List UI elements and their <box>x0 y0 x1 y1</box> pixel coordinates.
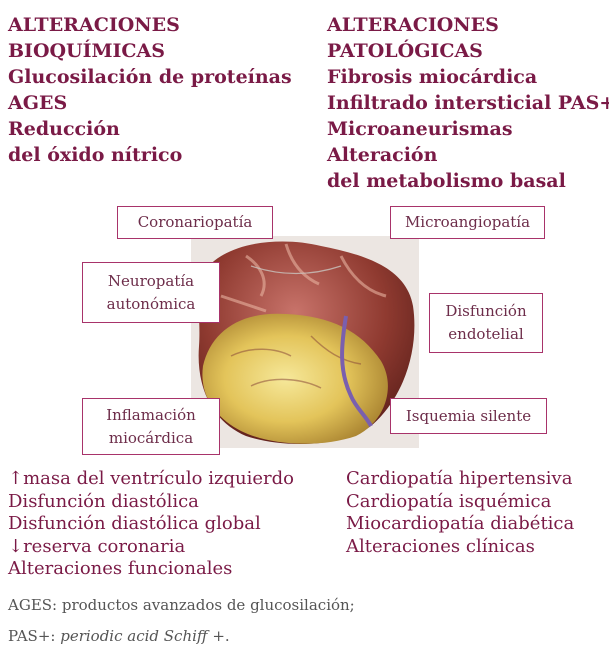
list-item: del metabolismo basal <box>327 170 566 192</box>
list-item: Miocardiopatía diabética <box>346 513 575 534</box>
list-item: ↓reserva coronaria <box>8 535 186 557</box>
footnote-pas: PAS+: periodic acid Schiff +. <box>8 627 230 645</box>
clinical-alterations-list: Cardiopatía hipertensiva Cardiopatía isq… <box>346 468 574 558</box>
heading-line: ALTERACIONES <box>8 14 180 36</box>
list-item: Alteraciones clínicas <box>346 535 535 557</box>
heading-line: PATOLÓGICAS <box>327 40 483 62</box>
endothelial-dysfunction-label: Disfunción endotelial <box>429 293 543 353</box>
biochemical-alterations-column: ALTERACIONES BIOQUÍMICAS Glucosilación d… <box>8 12 292 168</box>
list-item: Glucosilación de proteínas <box>8 66 292 88</box>
list-item: Alteración <box>327 144 438 166</box>
heading-line: BIOQUÍMICAS <box>8 40 166 62</box>
list-item: del óxido nítrico <box>8 144 183 166</box>
list-item: Fibrosis miocárdica <box>327 66 538 88</box>
functional-alterations-list: ↑masa del ventrículo izquierdo Disfunció… <box>8 468 294 581</box>
list-item: Disfunción diastólica <box>8 490 199 512</box>
list-item: Cardiopatía isquémica <box>346 490 552 512</box>
list-item: Alteraciones funcionales <box>8 558 233 579</box>
list-item: Reducción <box>8 118 120 140</box>
heading-line: ALTERACIONES <box>327 14 499 36</box>
list-item: Disfunción diastólica global <box>8 513 261 534</box>
microangiopathy-label: Microangiopatía <box>390 206 545 239</box>
list-item: ↑masa del ventrículo izquierdo <box>8 468 294 489</box>
list-item: Cardiopatía hipertensiva <box>346 468 573 489</box>
pathological-alterations-column: ALTERACIONES PATOLÓGICAS Fibrosis miocár… <box>327 12 609 194</box>
list-item: Infiltrado intersticial PAS+ <box>327 92 609 114</box>
silent-ischemia-label: Isquemia silente <box>390 398 547 434</box>
footnote-pas-italic: periodic acid Schiff <box>60 627 208 645</box>
list-item: AGES <box>8 92 68 114</box>
myocardial-inflammation-label: Inflamación miocárdica <box>82 398 220 455</box>
list-item: Microaneurismas <box>327 118 513 140</box>
heart-illustration <box>191 236 419 448</box>
footnote-ages: AGES: productos avanzados de glucosilaci… <box>8 596 355 614</box>
coronary-disease-label: Coronariopatía <box>117 206 273 239</box>
autonomic-neuropathy-label: Neuropatía autonómica <box>82 262 220 323</box>
